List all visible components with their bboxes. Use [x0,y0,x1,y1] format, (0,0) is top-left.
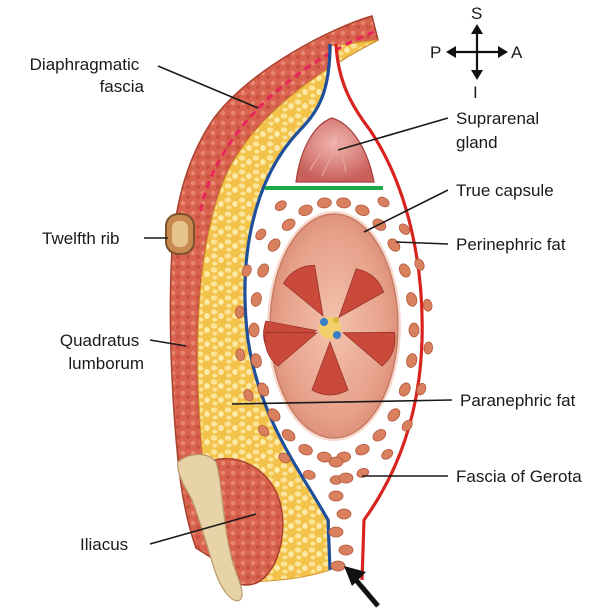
label-fascia-of-gerota: Fascia of Gerota [456,467,582,486]
renal-sinus [319,317,341,339]
arrow-right-icon [498,46,508,58]
perinephric-fat-lobule [337,509,351,519]
compass-anterior: A [511,43,523,62]
perinephric-fat-lobule [249,323,259,337]
twelfth-rib [166,214,194,254]
label-perinephric-fat: Perinephric fat [456,235,566,254]
perinephric-fat-lobule [339,545,353,555]
perinephric-fat-lobule [329,457,343,467]
compass-superior: S [471,4,482,23]
perinephric-fat-lobule [331,561,345,571]
perinephric-fat-lobule [329,527,343,537]
perinephric-fat-lobule [339,473,353,483]
label-suprarenal-gland: Suprarenal gland [456,109,544,152]
compass-inferior: I [473,83,478,102]
arrow-down-icon [471,70,483,80]
perinephric-fat-lobule [329,491,343,501]
label-paranephric-fat: Paranephric fat [460,391,576,410]
arrow-up-icon [471,24,483,34]
arrow-left-icon [446,46,456,58]
pointer-arrow-icon [344,566,378,606]
perinephric-fat-lobule [409,323,419,337]
label-quadratus-lumborum: Quadratus lumborum [60,331,144,373]
label-diaphragmatic-fascia: Diaphragmatic fascia [30,55,145,96]
label-iliacus: Iliacus [80,535,128,554]
label-twelfth-rib: Twelfth rib [42,229,119,248]
orientation-compass: S I P A [430,4,523,102]
label-true-capsule: True capsule [456,181,554,200]
perinephric-fat-lobule [423,342,433,355]
perinephric-fat-lobule [422,299,432,312]
compass-posterior: P [430,43,441,62]
